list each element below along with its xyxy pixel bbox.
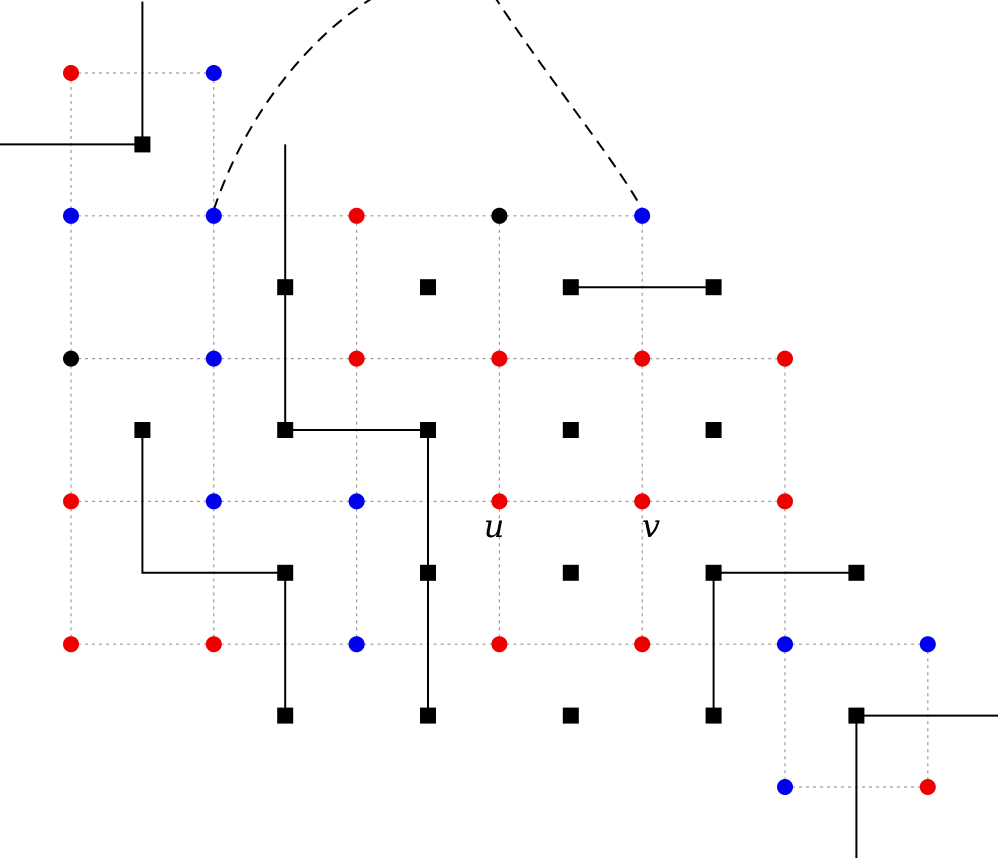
vertex-red	[777, 350, 793, 367]
vertex-blue	[348, 493, 365, 510]
dual-square	[562, 279, 579, 296]
vertex-blue	[205, 493, 222, 510]
vertex-blue	[63, 207, 79, 224]
vertex-red	[777, 493, 793, 510]
vertex-blue	[777, 779, 793, 795]
vertex-red	[348, 207, 365, 224]
vertex-blue	[777, 636, 793, 653]
dual-square	[277, 564, 294, 581]
vertex-red	[348, 350, 365, 367]
dual-square	[848, 564, 865, 581]
vertex-black	[491, 207, 508, 224]
vertex-red	[491, 350, 508, 367]
vertex-blue	[348, 636, 365, 653]
dual-square	[277, 707, 294, 724]
vertex-black	[63, 350, 79, 367]
vertex-red	[205, 636, 222, 653]
dual-square	[277, 279, 294, 296]
grid-edges	[70, 72, 929, 788]
dual-square	[705, 707, 722, 724]
label-u: u	[484, 507, 505, 545]
vertex-red	[634, 350, 651, 367]
vertex-red	[491, 636, 508, 653]
dual-square	[705, 422, 722, 438]
vertex-red	[634, 493, 651, 510]
vertex-blue	[919, 636, 936, 653]
dual-square	[420, 564, 436, 581]
vertex-blue	[634, 207, 651, 224]
vertex-blue	[205, 65, 222, 81]
dual-square	[562, 422, 579, 438]
dual-square	[420, 707, 436, 724]
dual-square	[848, 707, 865, 724]
vertex-labels: u v	[484, 507, 660, 545]
dual-square	[134, 422, 151, 438]
dual-square	[562, 564, 579, 581]
label-v: v	[642, 507, 660, 545]
vertex-red	[63, 65, 79, 81]
vertex-blue	[205, 207, 222, 224]
vertex-red	[63, 493, 79, 510]
dual-square	[705, 279, 722, 296]
dual-path	[141, 430, 287, 716]
dual-square	[420, 279, 436, 296]
dual-square	[134, 136, 151, 153]
vertex-red	[491, 493, 508, 510]
dual-squares	[134, 136, 865, 724]
vertices	[63, 65, 936, 795]
dual-square	[277, 422, 294, 438]
vertex-red	[63, 636, 79, 653]
vertex-red	[634, 636, 651, 653]
vertex-red	[919, 779, 936, 795]
vertex-blue	[205, 350, 222, 367]
dashed-arc	[212, 0, 644, 211]
dual-square	[562, 707, 579, 724]
dual-square	[705, 564, 722, 581]
dual-square	[420, 422, 436, 438]
